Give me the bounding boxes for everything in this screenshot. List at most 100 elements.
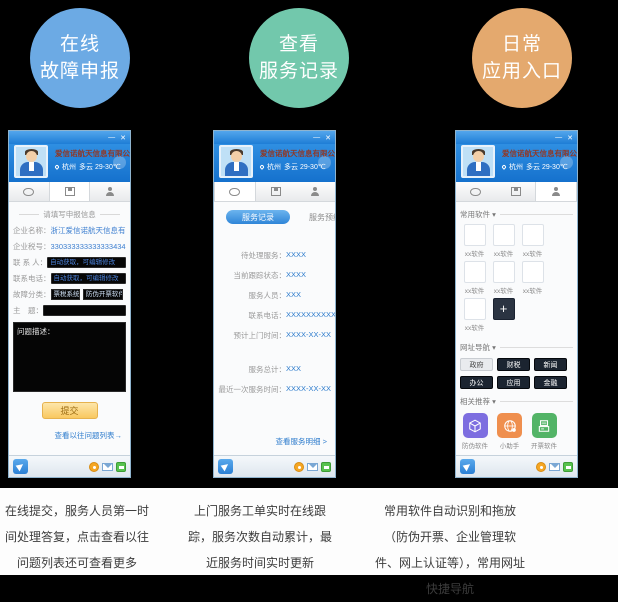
app-logo-icon[interactable] [218, 459, 233, 474]
tab-report[interactable] [496, 182, 536, 201]
record-row: 服务人员：XXX [214, 290, 335, 301]
tab-chat[interactable] [9, 182, 49, 201]
related-app[interactable]: 小助手 [497, 413, 522, 450]
location-pin-icon [259, 164, 265, 170]
software-grid: xx软件 xx软件 xx软件 xx软件 xx软件 xx软件 xx软件 + [456, 220, 577, 335]
phone-field-label: 联系电话： [13, 274, 51, 283]
circle-line2: 服务记录 [258, 61, 339, 82]
nav-button-apps[interactable]: 应用 [497, 376, 530, 389]
app-tile[interactable] [521, 224, 544, 246]
circle-line2: 应用入口 [481, 61, 562, 82]
app-tile-label: xx软件 [493, 288, 514, 295]
tab-chat[interactable] [456, 182, 496, 201]
app-logo-icon[interactable] [13, 459, 28, 474]
chat-bubble-icon [23, 187, 35, 196]
clock-icon[interactable] [536, 461, 546, 472]
caption-fault-report: 在线提交，服务人员第一时间处理答复，点击查看以往问题列表还可查看更多 [4, 504, 149, 570]
related-app[interactable]: 防伪软件 [462, 413, 488, 450]
app-tile-label: xx软件 [464, 325, 485, 332]
subject-input[interactable] [43, 305, 126, 316]
circle-line1: 在线 [59, 34, 100, 55]
nav-button-news[interactable]: 新闻 [534, 358, 567, 371]
subject-field-label: 主 题： [13, 306, 43, 315]
nav-button-office[interactable]: 办公 [460, 376, 493, 389]
service-detail-link[interactable]: 查看服务明细 > [275, 437, 327, 446]
add-software-button[interactable]: + [492, 298, 515, 320]
tab-profile[interactable] [90, 182, 130, 201]
subtab-service-booking[interactable]: 服务预约 [309, 212, 335, 222]
tab-report[interactable] [48, 182, 91, 201]
app-tile[interactable] [521, 261, 544, 283]
description-textarea[interactable]: 问题描述： [13, 322, 126, 392]
nav-button-row: 办公 应用 金融 [460, 376, 573, 389]
phone-input[interactable]: 自动获取，可编辑修改 [50, 273, 126, 284]
row-label: 待处理服务： [241, 251, 286, 260]
mail-icon[interactable] [549, 462, 560, 471]
close-button[interactable]: ✕ [120, 134, 126, 142]
message-icon[interactable] [563, 461, 573, 472]
close-button[interactable]: ✕ [325, 134, 331, 142]
related-apps-row: 防伪软件 小助手 开票软件 [462, 413, 573, 450]
nav-button-tax[interactable]: 财税 [497, 358, 530, 371]
app-tile-label: xx软件 [522, 251, 543, 258]
app-tile[interactable] [492, 224, 515, 246]
app-tile[interactable] [463, 261, 486, 283]
app-logo-icon[interactable] [460, 459, 475, 474]
category-select-1[interactable]: 票税系统 ▾ [50, 289, 80, 300]
row-label: 服务总计： [248, 365, 287, 374]
city-label: 杭州 [62, 164, 76, 171]
app-tile[interactable] [463, 298, 486, 320]
minimize-button[interactable]: — [108, 134, 116, 141]
tab-report[interactable] [256, 182, 296, 201]
nav-button-finance[interactable]: 金融 [534, 376, 567, 389]
contact-field-label: 联 系 人： [13, 258, 48, 267]
mail-icon[interactable] [307, 462, 318, 471]
taxid-field-value: 330333333333333434 [50, 242, 126, 251]
category-select-2[interactable]: 防伪开票软件 [82, 289, 123, 300]
related-app[interactable]: 开票软件 [531, 413, 557, 450]
section-url-navigation[interactable]: 网址导航 ▾ [460, 342, 573, 353]
app-tile[interactable] [492, 261, 515, 283]
section-common-software[interactable]: 常用软件 ▾ [460, 209, 573, 220]
subtab-service-records[interactable]: 服务记录 [226, 210, 290, 224]
tab-chat[interactable] [214, 182, 256, 201]
app-tile[interactable] [463, 224, 486, 246]
submit-button[interactable]: 提交 [41, 402, 98, 419]
feature-circle-fault-report: 在线 故障申报 [30, 8, 130, 108]
weather-label: 多云 29-30℃ [526, 164, 568, 171]
row-label: 联系电话： [248, 311, 287, 320]
company-field-value: 浙江爱信诺航天信息有限公司 [50, 226, 127, 235]
history-link[interactable]: 查看以往问题列表→ [54, 431, 123, 440]
minimize-button[interactable]: — [555, 134, 563, 141]
mail-icon[interactable] [102, 462, 113, 471]
message-icon[interactable] [116, 461, 126, 472]
related-app-label: 防伪软件 [462, 443, 488, 450]
city-label: 杭州 [509, 164, 523, 171]
sub-tab-bar: 服务记录 服务预约 [214, 210, 335, 224]
nav-button-government[interactable]: 政府 [460, 358, 493, 371]
clock-icon[interactable] [294, 461, 304, 472]
related-app-label: 小助手 [499, 443, 520, 450]
contact-input[interactable]: 自动获取，可编辑修改 [47, 257, 126, 268]
weather-label: 多云 29-30℃ [79, 164, 121, 171]
circle-line1: 查看 [278, 34, 319, 55]
caption-app-entry: 常用软件自动识别和拖放（防伪开票、企业管理软件、网上认证等），常用网址快捷导航 [374, 504, 525, 596]
related-app-label: 开票软件 [531, 443, 557, 450]
section-related[interactable]: 相关推荐 ▾ [460, 396, 573, 407]
tab-profile[interactable] [295, 182, 335, 201]
record-row: 预计上门时间：XXXX-XX-XX [214, 330, 335, 341]
window-header: 爱信诺航天信息有限公司 杭州 多云 29-30℃ [456, 144, 577, 182]
minimize-button[interactable]: — [313, 134, 321, 141]
record-row: 待处理服务：XXXX [214, 250, 335, 261]
software-cell: xx软件 [460, 298, 489, 332]
close-button[interactable]: ✕ [567, 134, 573, 142]
company-name: 爱信诺航天信息有限公司 [502, 149, 578, 158]
row-value: XXXXXXXXXXX [286, 310, 335, 319]
clock-icon[interactable] [89, 461, 99, 472]
titlebar: — ✕ [9, 131, 130, 144]
message-icon[interactable] [321, 461, 331, 472]
tab-profile[interactable] [535, 182, 577, 201]
record-row: 服务总计：XXX [214, 364, 335, 375]
titlebar: — ✕ [214, 131, 335, 144]
row-label: 当前跟踪状态： [233, 271, 287, 280]
